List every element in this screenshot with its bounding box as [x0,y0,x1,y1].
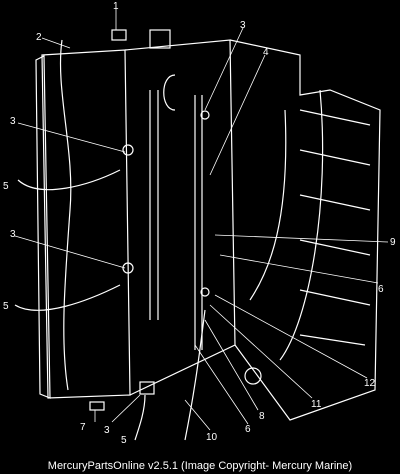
callout-5-middle: 5 [3,301,9,312]
callout-3-left-lower: 3 [10,229,16,240]
callout-10: 10 [206,432,218,443]
callout-8: 8 [259,411,265,422]
callout-7: 7 [80,422,86,433]
callout-2: 2 [36,32,42,43]
callout-6-bottom: 6 [245,424,251,435]
engine-outline [14,29,381,441]
callout-numbers: 1 2 3 4 3 5 3 5 9 6 12 11 8 6 10 7 3 5 [3,1,396,446]
callout-leaders [14,9,389,431]
callout-5-bottom: 5 [121,435,127,446]
callout-12: 12 [364,378,376,389]
callout-5-upper: 5 [3,181,9,192]
callout-11: 11 [311,399,322,410]
callout-9: 9 [390,237,396,248]
callout-6-right: 6 [378,284,384,295]
engine-block-drawing: 1 2 3 4 3 5 3 5 9 6 12 11 8 6 10 7 3 5 [3,1,396,446]
callout-4: 4 [263,47,269,58]
copyright-caption: MercuryPartsOnline v2.5.1 (Image Copyrig… [47,460,353,472]
callout-3-left-upper: 3 [10,116,16,127]
callout-1: 1 [113,1,119,12]
exploded-parts-diagram: 1 2 3 4 3 5 3 5 9 6 12 11 8 6 10 7 3 5 [3,1,396,446]
callout-3-bottom: 3 [104,425,110,436]
callout-3-top: 3 [240,20,246,31]
